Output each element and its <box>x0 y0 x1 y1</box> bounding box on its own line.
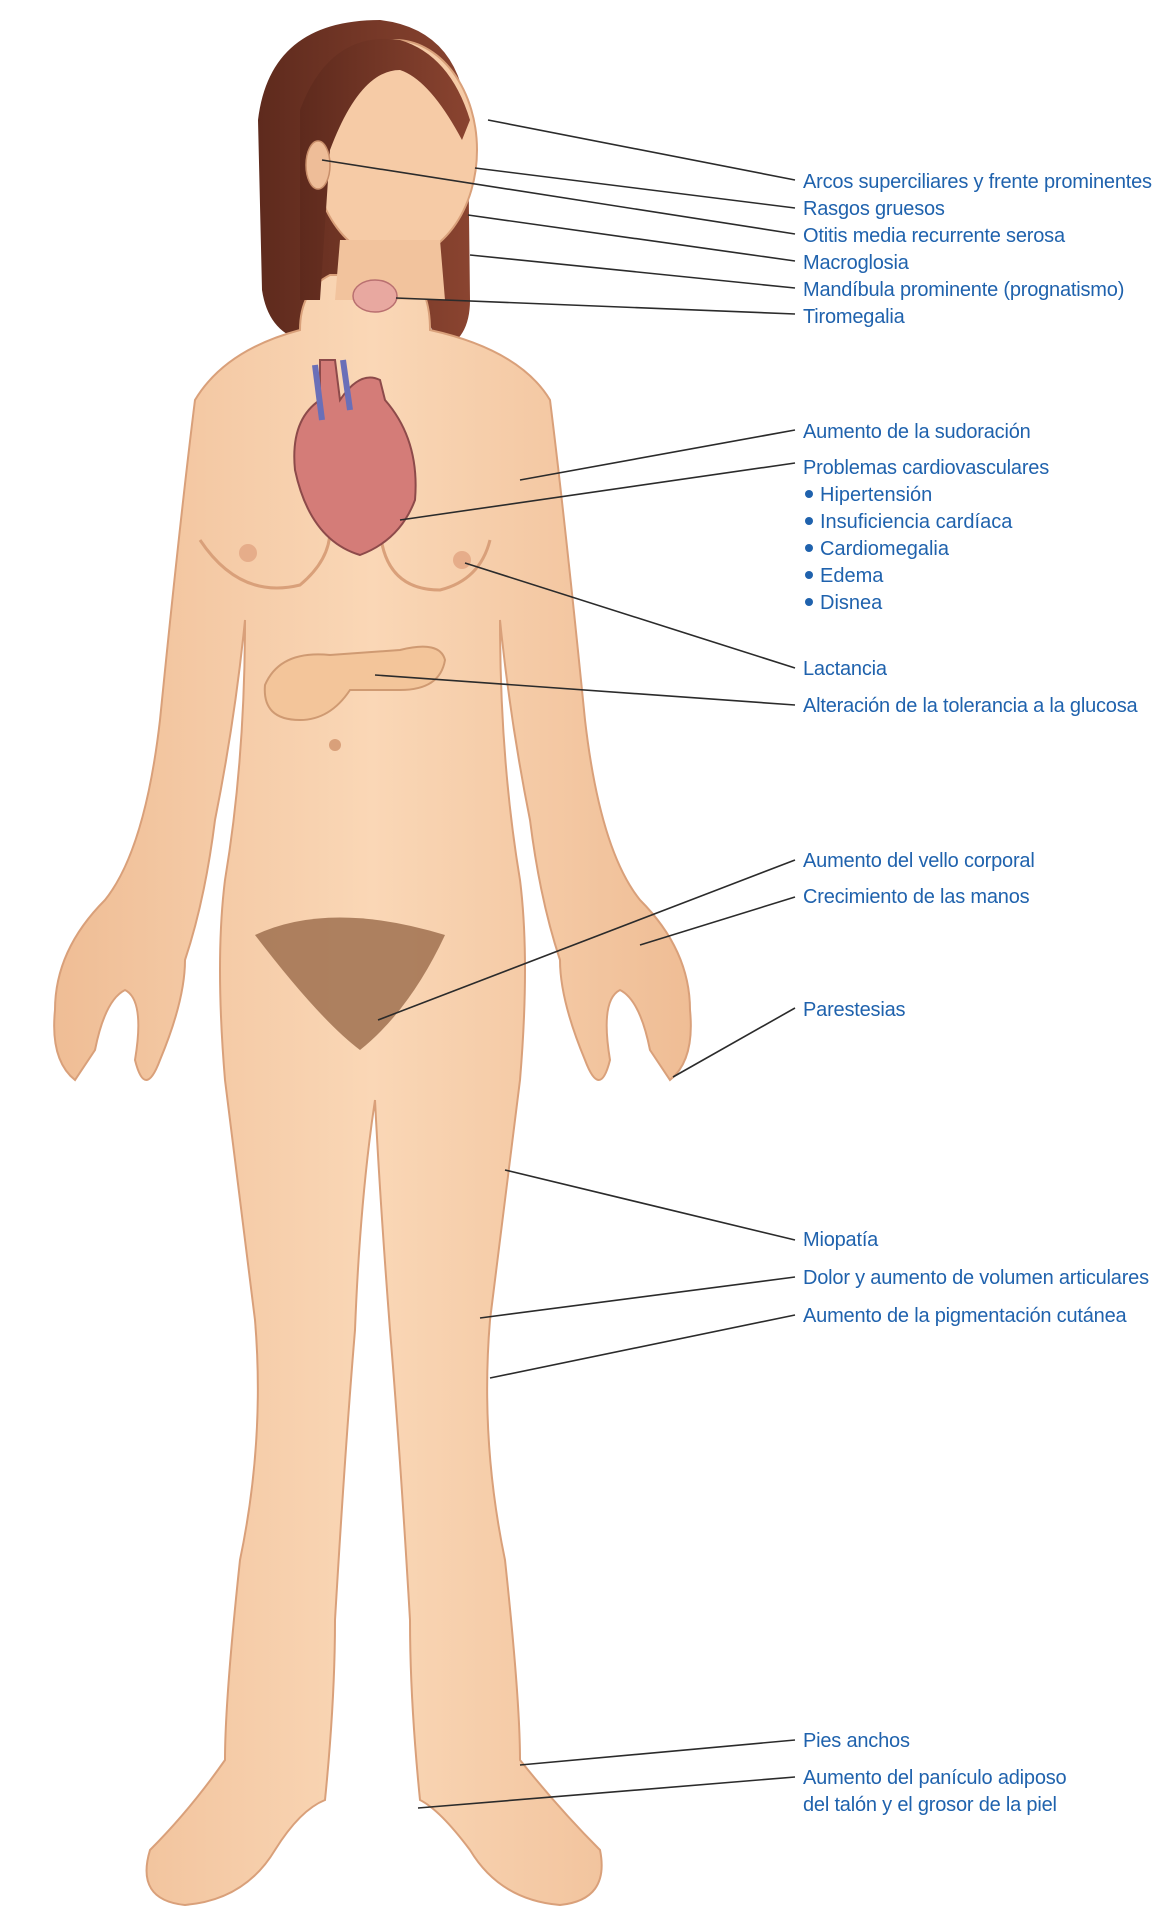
label-lactancia: Lactancia <box>803 656 887 683</box>
ear <box>306 141 330 189</box>
label-rasgos: Rasgos gruesos <box>803 196 945 223</box>
label-otitis: Otitis media recurrente serosa <box>803 223 1065 250</box>
label-manos: Crecimiento de las manos <box>803 884 1029 911</box>
cardio-item: Insuficiencia cardíaca <box>803 509 1012 536</box>
label-pies: Pies anchos <box>803 1728 910 1755</box>
label-sudoracion: Aumento de la sudoración <box>803 419 1031 446</box>
label-articulares: Dolor y aumento de volumen articulares <box>803 1265 1149 1292</box>
label-arcos: Arcos superciliares y frente prominentes <box>803 169 1152 196</box>
label-parestesias: Parestesias <box>803 997 905 1024</box>
label-glucosa: Alteración de la tolerancia a la glucosa <box>803 693 1137 720</box>
label-pigmentacion: Aumento de la pigmentación cutánea <box>803 1303 1126 1330</box>
label-mandibula: Mandíbula prominente (prognatismo) <box>803 277 1124 304</box>
label-tiromegalia: Tiromegalia <box>803 304 905 331</box>
label-macroglosia: Macroglosia <box>803 250 909 277</box>
cardio-item: Cardiomegalia <box>803 536 949 563</box>
thyroid-icon <box>353 280 397 312</box>
label-vello: Aumento del vello corporal <box>803 848 1035 875</box>
cardio-item: Disnea <box>803 590 882 617</box>
label-paniculo-1: Aumento del panículo adiposo <box>803 1765 1066 1792</box>
label-cardio: Problemas cardiovasculares <box>803 455 1049 482</box>
cardio-item: Edema <box>803 563 883 590</box>
cardio-item: Hipertensión <box>803 482 932 509</box>
label-paniculo-2: del talón y el grosor de la piel <box>803 1792 1057 1819</box>
label-miopatia: Miopatía <box>803 1227 878 1254</box>
